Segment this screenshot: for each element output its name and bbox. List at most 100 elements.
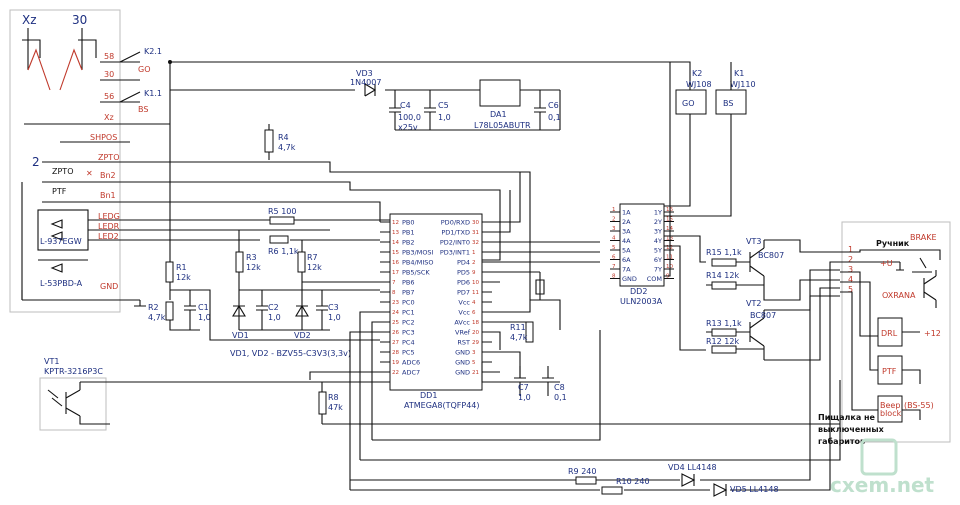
r14-label: R14 12k [706, 271, 739, 280]
dd1-name: DD1 [420, 391, 437, 400]
drl-box [877, 317, 903, 347]
r5-resistor [269, 216, 295, 225]
note-line-2: выключенных [818, 425, 885, 434]
beep-block-box [877, 395, 903, 423]
dd1-left-pin-label: PB4/MISO [402, 259, 433, 267]
dd1-left-pin-label: PC5 [402, 349, 415, 357]
dd2-name: DD2 [630, 287, 647, 296]
r4-name: R4 [278, 133, 289, 142]
r8-resistor [318, 391, 327, 415]
dd1-right-pin-label: AVcc [454, 319, 470, 327]
dd1-right-pin-number: 2 [472, 260, 476, 266]
dd1-left-pin-label: PB3/MOSI [402, 249, 434, 257]
dd1-right-pin-label: GND [455, 359, 470, 367]
dd1-right-pin-number: 3 [472, 350, 476, 356]
dd2-left-pin-label: 4A [622, 237, 631, 245]
r2-name: R2 [148, 303, 159, 312]
dd1-left-pin-number: 24 [392, 310, 399, 316]
terminal-zpto: ZPTO [98, 153, 120, 162]
dd1-right-pin-number: 20 [472, 330, 479, 336]
dd1-left-pin-number: 28 [392, 350, 399, 356]
dd1-right-pin-number: 10 [472, 280, 479, 286]
ptf-load-label: PTF [882, 367, 897, 376]
rp-pin-1: 1 [848, 245, 853, 254]
dd2-left-pin-number: 7 [612, 264, 616, 270]
rp-pin-4: 4 [848, 275, 853, 284]
terminal-xz: Xz [104, 113, 114, 122]
r7-value: 12k [307, 263, 322, 272]
dd2-left-pin-label: 6A [622, 256, 631, 264]
dd1-left-pin-number: 16 [392, 260, 399, 266]
beep-small-label: (BS-55) [904, 401, 934, 410]
terminal-led2: LED2 [98, 232, 119, 241]
vt1-name: VT1 [44, 357, 59, 366]
r10-label: R10 240 [616, 477, 650, 486]
zener-note: VD1, VD2 - BZV55-C3V3(3,3v) [230, 349, 351, 358]
c8-name: C8 [554, 383, 565, 392]
watermark-text: cxem.net [830, 473, 935, 497]
label-30-top: 30 [72, 13, 87, 27]
label-2: 2 [32, 155, 40, 169]
r15-resistor [711, 258, 737, 267]
r1-name: R1 [176, 263, 187, 272]
dd2-left-pin-label: GND [622, 275, 637, 283]
c2-name: C2 [268, 303, 279, 312]
led-l937-label: L-937EGW [40, 237, 82, 246]
r12-label: R12 12k [706, 337, 739, 346]
cxem-logo: cxem.net [830, 438, 935, 497]
dd1-right-pin-number: 21 [472, 370, 479, 376]
led-l53-label: L-53PBD-A [40, 279, 83, 288]
oxrana-label: OXRANA [882, 291, 916, 300]
dd1-left-pin-label: PB2 [402, 239, 415, 247]
dd1-left-pin-number: 26 [392, 330, 399, 336]
plus12-label: +12 [924, 329, 941, 338]
da1-regulator [479, 79, 521, 107]
vd5-label: VD5 LL4148 [730, 485, 779, 494]
dd1-left-pin-number: 12 [392, 220, 399, 226]
dd1-right-pin-label: PD7 [457, 289, 470, 297]
dd2-left-pin-number: 5 [612, 245, 616, 251]
r1-resistor [165, 261, 174, 283]
dd1-left-pin-label: PB7 [402, 289, 415, 297]
dd1-left-pin-label: PB0 [402, 219, 415, 227]
vt1-part: KPTR-3216P3C [44, 367, 103, 376]
dd1-left-pin-number: 8 [392, 290, 396, 296]
dd1-right-pin-number: 18 [472, 320, 479, 326]
note-line-3: габаритов [818, 436, 865, 446]
dd1-right-pin-number: 30 [472, 220, 479, 226]
dd1-left-pin-label: PB6 [402, 279, 415, 287]
dd1-left-pin-number: 17 [392, 270, 399, 276]
label-zpto-switch: ZPTO [52, 167, 74, 176]
r10-resistor [601, 486, 623, 495]
c3-name: C3 [328, 303, 339, 312]
r3-value: 12k [246, 263, 261, 272]
vt3-part: BC807 [758, 251, 784, 260]
dd2-right-pin-label: 2Y [654, 218, 662, 226]
c8-value: 0,1 [554, 393, 567, 402]
dd1-right-pin-label: GND [455, 369, 470, 377]
r8-name: R8 [328, 393, 339, 402]
c4-name: C4 [400, 101, 411, 110]
dd1-right-pin-number: 29 [472, 340, 479, 346]
dd1-right-pin-label: RST [457, 339, 470, 347]
c4-voltage: x25v [398, 123, 418, 132]
dd2-left-pin-label: 1A [622, 209, 631, 217]
dd1-part: ATMEGA8(TQFP44) [404, 401, 480, 410]
c5-value: 1,0 [438, 113, 451, 122]
dd1-right-pin-label: PD4 [457, 259, 470, 267]
dd1-left-pin-number: 27 [392, 340, 399, 346]
vt1-panel [39, 377, 107, 431]
connector-terminals: 58 30 56 Xz SHPOS ZPTO Bn2 Bn1 LEDG LEDR… [90, 52, 120, 291]
dd1-left-pin-number: 7 [392, 280, 396, 286]
dd2-left-pin-number: 3 [612, 226, 616, 232]
dd1-right-pin-label: PD2/INT0 [440, 239, 470, 247]
dd1-left-pin-number: 13 [392, 230, 399, 236]
dd1-right-pin-number: 5 [472, 360, 476, 366]
dd1-right-pin-label: PD3/INT1 [440, 249, 470, 257]
c6-name: C6 [548, 101, 559, 110]
dd1-right-pin-label: PD6 [457, 279, 470, 287]
dd2-left-pin-label: 3A [622, 228, 631, 236]
c7-value: 1,0 [518, 393, 531, 402]
c2-value: 1,0 [268, 313, 281, 322]
brake-label: BRAKE [910, 233, 937, 242]
